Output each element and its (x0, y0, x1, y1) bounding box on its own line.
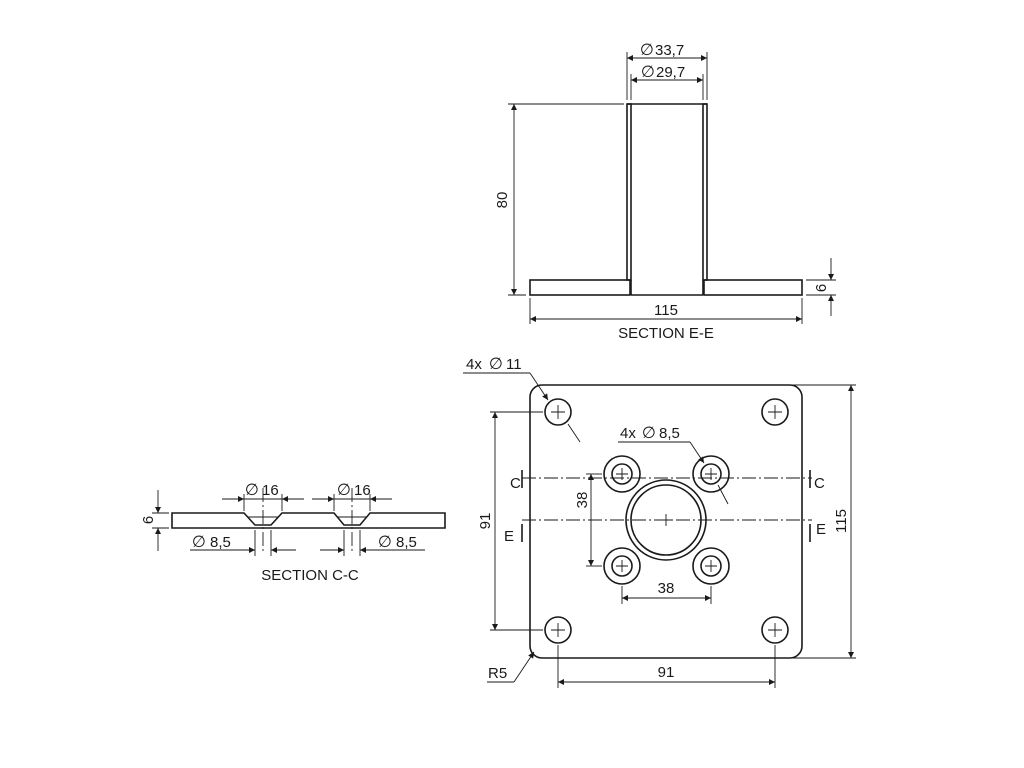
tube-wall-left (626, 103, 632, 281)
counterbore-outer (692, 547, 730, 585)
section-cc-view: ∅ 16 ∅ 16 ∅ 8,5 ∅ 8,5 6 SECTION C-C (140, 480, 446, 584)
hole-spacing-horizontal-label: 91 (658, 664, 675, 681)
dia-symbol: ∅ (192, 532, 206, 551)
counterbore-outer (692, 455, 730, 493)
section-c-marker-right: C (814, 475, 825, 492)
base-plate-right-section (703, 279, 803, 296)
corner-holes-count: 4x (466, 356, 482, 373)
width-label: 115 (654, 302, 678, 319)
counterbore-inner (611, 555, 633, 577)
section-ee-view: ∅ 33,7 ∅ 29,7 80 6 115 SECTION E-E (494, 40, 836, 342)
dia-symbol: ∅ (245, 480, 259, 499)
hole-spacing-vertical-label: 91 (477, 513, 494, 530)
corner-hole (761, 616, 789, 644)
inner-spacing-horizontal-label: 38 (658, 580, 675, 597)
counterbore-right-label: 16 (354, 482, 371, 499)
dia-symbol: ∅ (641, 62, 655, 81)
section-c-marker-left: C (510, 475, 521, 492)
inner-holes (603, 455, 730, 585)
base-plate-left-section (529, 279, 631, 296)
tube-wall-right (702, 103, 708, 281)
height-label: 80 (494, 192, 511, 209)
counterbore-inner (700, 463, 722, 485)
hole-right-label: 8,5 (396, 534, 417, 551)
corner-holes (544, 398, 789, 644)
hole-left-label: 8,5 (210, 534, 231, 551)
outer-diameter-label: 33,7 (655, 42, 684, 59)
dia-symbol: ∅ (337, 480, 351, 499)
thickness-label: 6 (813, 284, 830, 292)
inner-spacing-vertical-label: 38 (574, 492, 591, 509)
corner-hole (544, 616, 572, 644)
plate-section (171, 512, 446, 529)
plate-size-label: 115 (833, 509, 850, 533)
plan-view: C C E E 4x ∅ 11 4x ∅ 8,5 R5 91 38 (463, 354, 856, 688)
inner-holes-count: 4x (620, 425, 636, 442)
counterbore-left-label: 16 (262, 482, 279, 499)
counterbore-inner (611, 463, 633, 485)
section-e-marker-right: E (816, 521, 826, 538)
dia-symbol: ∅ (489, 354, 503, 373)
dia-symbol: ∅ (378, 532, 392, 551)
inner-hole-diameter-label: 8,5 (659, 425, 680, 442)
counterbore-outer (603, 455, 641, 493)
corner-radius-label: R5 (488, 665, 507, 682)
corner-hole (544, 398, 572, 426)
section-e-marker-left: E (504, 528, 514, 545)
corner-hole (761, 398, 789, 426)
inner-diameter-label: 29,7 (656, 64, 685, 81)
base-plate-outline (529, 384, 803, 659)
corner-hole-diameter-label: 11 (506, 356, 522, 373)
dia-symbol: ∅ (642, 423, 656, 442)
section-ee-title: SECTION E-E (618, 325, 714, 342)
dia-symbol: ∅ (640, 40, 654, 59)
section-cc-title: SECTION C-C (261, 567, 359, 584)
counterbore-outer (603, 547, 641, 585)
thickness-label: 6 (140, 516, 157, 524)
counterbore-inner (700, 555, 722, 577)
